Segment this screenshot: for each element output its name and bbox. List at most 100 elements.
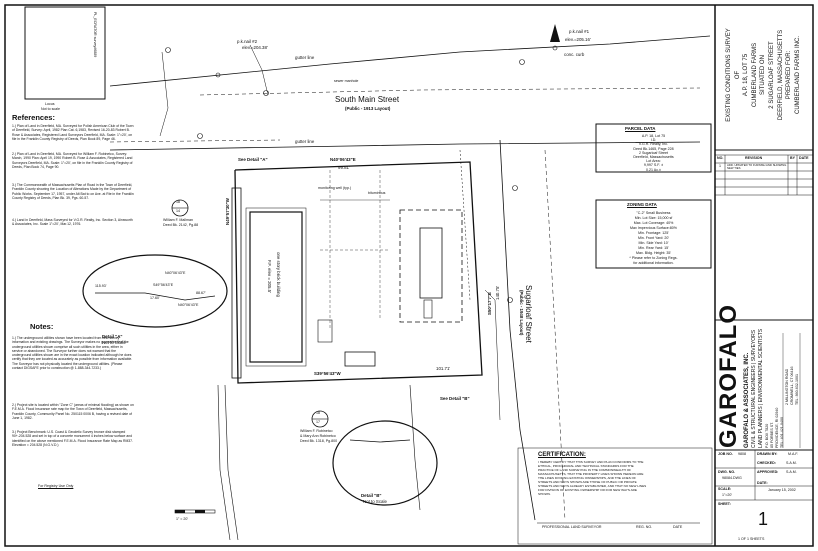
- sheet-of: 1 OF 1 SHEETS: [738, 537, 765, 541]
- title-block-heading: EXISTING CONDITIONS SURVEY OF A.P. 18, L…: [725, 10, 802, 140]
- zoning-line: "C-2" Small Business: [636, 211, 671, 215]
- parcel-line: Lot Area:: [646, 159, 661, 164]
- zoning-data-title: ZONING DATA: [627, 202, 657, 207]
- revision-header-revision: REVISION: [745, 156, 763, 160]
- detail-a-title: Detail "A": [102, 334, 123, 339]
- detail-b-title: Detail "B": [361, 493, 382, 498]
- zoning-data-lines: "C-2" Small Business Min. Lot Size: 15,0…: [598, 211, 709, 266]
- zoning-line: Max Impervious Surface:80%: [630, 226, 677, 230]
- zoning-line: Min. Lot Size: 15,000 sf: [634, 216, 673, 220]
- parcel-line: 2 Sugarloaf Street: [639, 150, 668, 155]
- drawn-by-value: M.A.F.: [788, 452, 799, 456]
- street-south-main-sub: (Public - 1913 Layout): [345, 106, 391, 111]
- certification-title: CERTIFICATION:: [538, 452, 586, 458]
- pk-nail-2: p.k.nail #2: [237, 39, 258, 44]
- lot18-deed: Deed Bk. 2142, Pg.88: [163, 223, 199, 227]
- note-2: 2.) Project site is located within "Zone…: [12, 403, 134, 420]
- parcel-data-lines: A.P. 18, Lot 75 I.D. V.G.R. Realty, Inc.…: [598, 134, 709, 172]
- lot18-num: 18: [176, 200, 180, 204]
- title-line: CUMBERLAND FARMS INC.: [794, 36, 801, 115]
- lot19-deed: Deed Bk. 1318, Pg.800: [300, 439, 338, 443]
- street-sugarloaf: Sugarloaf Street: [524, 285, 533, 343]
- detail-a-subtitle: Not to Scale: [102, 340, 126, 345]
- street-south-main: South Main Street: [335, 95, 400, 104]
- bearing-left: N49°57'30"W: [225, 198, 230, 225]
- note-3: 3.) Project Benchmark: U.S. Coast & Geod…: [12, 430, 133, 447]
- title-line: DEERFIELD, MASSACHUSETTS: [777, 29, 784, 121]
- title-line: EXISTING CONDITIONS SURVEY: [726, 28, 732, 122]
- job-no-value: 9808: [738, 452, 746, 456]
- locus-scale: Not to scale: [41, 107, 60, 111]
- dwg-no-label: DWG. NO.: [718, 470, 736, 474]
- revision-header-no: NO.: [717, 156, 724, 160]
- references-title: References:: [12, 113, 55, 122]
- date-value: January 15, 2002: [768, 488, 796, 492]
- detail-a-dim-1: 115.93': [95, 284, 107, 288]
- gutter-line-1: gutter line: [295, 55, 315, 60]
- sheet-label: SHEET:: [718, 502, 731, 506]
- detail-a-dim-4: N40°06'43"E: [178, 303, 199, 307]
- title-line: SITUATED ON: [760, 55, 767, 95]
- reference-2: 2.) Plan of Land in Deerfield, MA. Surve…: [12, 152, 133, 169]
- sheet-number: 1: [758, 509, 769, 529]
- certification-sig-label: PROFESSIONAL LAND SURVEYOR: [542, 525, 602, 529]
- date-label: DATE:: [757, 481, 768, 485]
- zoning-line: Min. Side Yard: 10': [638, 241, 669, 245]
- revision-header-date: DATE: [799, 156, 809, 160]
- job-no-label: JOB NO.: [718, 452, 733, 456]
- detail-a-dim-2: 17.60': [150, 296, 160, 300]
- zoning-line: Min. Rear Yard: 15': [638, 246, 669, 250]
- certification-date-label: DATE: [673, 525, 683, 529]
- scale-value: 1"=20': [722, 493, 733, 497]
- dist-bottom: 101.71': [436, 366, 451, 371]
- dist-top: 99.81': [338, 165, 350, 170]
- zoning-line: Max. Bldg. Height: 35': [635, 251, 672, 255]
- lot19-owner-2: & Mary Ann Robinetco: [300, 434, 336, 438]
- detail-a-dim-3: S49°56'43"E: [153, 283, 174, 287]
- parcel-line: V.G.R. Realty, Inc.: [638, 142, 669, 147]
- bearing-right: S50°17'7"E: [487, 292, 492, 315]
- street-sugarloaf-sub: (Public - 1948 Layout): [519, 290, 524, 336]
- lot18-owner: William F. Mallman: [163, 218, 193, 222]
- parcel-line: Deed Bk.1465, Page 228: [633, 146, 674, 151]
- company-desc-2: LAND PLANNERS | ENVIRONMENTAL SCIENTISTS: [758, 328, 764, 448]
- lot19-num: 18: [316, 411, 320, 415]
- certification-reg-label: REG. NO.: [636, 525, 653, 529]
- bituminous-label: bituminous: [368, 191, 386, 195]
- conc-curb: conc. curb: [564, 52, 585, 57]
- gutter-line-2: gutter line: [295, 139, 315, 144]
- reference-3: 3.) The Commonwealth of Massachusetts Pl…: [12, 183, 134, 200]
- see-detail-a: See Detail "A": [238, 157, 268, 162]
- zoning-line: Max. Lot Coverage: 40%: [633, 221, 674, 225]
- locus-label: Locus: [45, 102, 55, 106]
- lot19-owner-1: William F. Robinetco: [300, 429, 333, 433]
- notes-title: Notes:: [30, 322, 54, 331]
- scale-bar-label: 1" = 20': [176, 517, 189, 521]
- approved-label: APPROVED:: [757, 470, 779, 474]
- detail-a-dim-5: 88.67': [196, 291, 206, 295]
- dist-right: 140.75': [495, 285, 500, 300]
- company-logo: GAROFALO: [715, 304, 742, 448]
- parcel-line: Deerfield, Massachusetts: [633, 155, 674, 160]
- parcel-line: 9,997 S.F. ±: [643, 163, 664, 168]
- dwg-no-value: 98084.DWG: [722, 476, 742, 480]
- company-desc-1: CIVIL & STRUCTURAL ENGINEERS | SURVEYORS: [751, 329, 757, 448]
- revision-header-by: BY: [790, 156, 795, 160]
- sewer-manhole-label: sewer manhole: [334, 79, 359, 83]
- monitoring-well-label: monitoring well (typ.): [318, 186, 352, 190]
- company-name: GAROFALO & ASSOCIATES, INC.: [744, 352, 750, 448]
- zoning-line: Min. Frontage: 125': [638, 231, 669, 235]
- pk-nail-1: p.k.nail #1: [569, 29, 590, 34]
- lot19-sub: 17: [316, 420, 320, 424]
- revision-row-text: ADD. UPDATED TO FURNISH AND SHOWING NEW …: [727, 163, 787, 171]
- title-line: CUMBERLAND FARMS: [751, 42, 758, 108]
- parcel-line: 0.21 Ac.±: [646, 167, 661, 172]
- lot18-sub: 14: [176, 209, 180, 213]
- reference-4: 4.) Land in Deerfield, Mass Surveyed for…: [12, 218, 133, 227]
- parcel-line: I.D.: [650, 138, 657, 143]
- title-line: 2 SUGARLOAF STREET: [768, 41, 775, 109]
- address-7: TEL: 860-632-1001: [795, 374, 799, 405]
- drawn-by-label: DRAWN BY:: [757, 452, 778, 456]
- approved-value: S.A.M.: [786, 470, 797, 474]
